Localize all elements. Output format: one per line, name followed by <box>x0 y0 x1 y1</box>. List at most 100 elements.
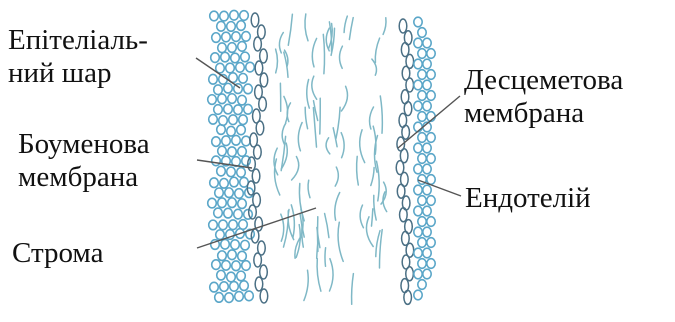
epithelium-cell <box>244 84 253 94</box>
epithelium-cell <box>219 220 228 230</box>
stroma-fiber <box>338 222 343 261</box>
label-epithelium: Епітеліаль- ний шар <box>8 24 148 90</box>
endothelium-cell <box>427 196 435 206</box>
epithelium-cell <box>211 53 220 63</box>
stroma-fiber <box>292 157 299 181</box>
epithelium-cell <box>238 251 247 261</box>
label-bowman-membrane: Боуменова мембрана <box>18 128 150 194</box>
epithelium-cell <box>217 270 226 280</box>
stroma-fiber <box>312 38 316 67</box>
epithelium-cell <box>231 240 240 250</box>
endothelium-cell <box>414 248 422 258</box>
stroma-fiber <box>275 159 280 195</box>
endothelium-cell <box>418 28 426 38</box>
epithelium-cell <box>237 271 246 281</box>
epithelium-cell <box>228 43 237 53</box>
stroma-fiber <box>307 80 310 109</box>
epithelium-cell <box>244 104 253 114</box>
epithelium-layer <box>208 10 255 302</box>
epithelium-cell <box>235 292 244 302</box>
descemet-cell <box>404 290 412 304</box>
epithelium-cell <box>224 208 233 218</box>
stroma-fiber <box>375 38 379 63</box>
stroma-fiber <box>360 205 363 228</box>
epithelium-cell <box>242 156 251 166</box>
endothelium-cell <box>423 38 431 48</box>
epithelium-cell <box>242 32 251 42</box>
stroma-fiber <box>349 18 353 40</box>
epithelium-cell <box>227 272 236 282</box>
endothelium-cell <box>414 101 422 111</box>
label-endothelium: Ендотелій <box>465 182 591 215</box>
epithelium-cell <box>237 168 246 178</box>
epithelium-cell <box>228 250 237 260</box>
stroma-fiber <box>312 76 317 99</box>
epithelium-cell <box>236 63 245 73</box>
endothelium-cell <box>423 80 431 90</box>
label-descemet-line1: Десцеметова <box>464 64 623 97</box>
bowman-cell <box>254 145 262 159</box>
epithelium-cell <box>228 147 237 157</box>
stroma-layer <box>274 14 387 304</box>
epithelium-cell <box>227 126 236 136</box>
stroma-fiber <box>325 214 329 238</box>
epithelium-cell <box>235 189 244 199</box>
epithelium-cell <box>217 21 226 31</box>
epithelium-cell <box>215 293 224 303</box>
epithelium-cell <box>214 85 223 95</box>
endothelium-cell <box>423 269 431 279</box>
endothelium-cell <box>427 49 435 59</box>
label-bowman-line1: Боуменова <box>18 128 150 161</box>
bowman-cell <box>251 13 259 27</box>
epithelium-cell <box>245 291 254 301</box>
epithelium-cell <box>218 43 227 53</box>
stroma-fiber <box>360 130 365 163</box>
label-endothelium-text: Ендотелій <box>465 182 591 215</box>
stroma-fiber <box>339 46 342 68</box>
epithelium-cell <box>225 293 234 303</box>
endothelium-cell <box>414 269 422 279</box>
endothelium-layer <box>414 17 435 300</box>
stroma-fiber <box>291 205 294 238</box>
descemet-cell <box>406 267 414 281</box>
epithelium-cell <box>215 188 224 198</box>
bowman-cell <box>255 277 263 291</box>
epithelium-cell <box>212 156 221 166</box>
bowman-cell <box>259 97 267 111</box>
bowman-cell <box>254 37 262 51</box>
stroma-fiber <box>336 107 340 138</box>
epithelium-cell <box>210 178 219 188</box>
epithelium-cell <box>222 261 231 271</box>
epithelium-cell <box>221 239 230 249</box>
epithelium-cell <box>217 166 226 176</box>
label-descemet-membrane: Десцеметова мембрана <box>464 64 623 130</box>
epithelium-cell <box>214 105 223 115</box>
endothelium-cell <box>414 80 422 90</box>
stroma-fiber <box>323 34 324 73</box>
epithelium-cell <box>232 135 241 145</box>
endothelium-cell <box>418 217 426 227</box>
epithelium-cell <box>230 282 239 292</box>
label-bowman-line2: мембрана <box>18 161 150 194</box>
descemet-membrane-layer <box>396 19 413 304</box>
endothelium-cell <box>427 70 435 80</box>
leader-line-descemet <box>398 96 460 148</box>
epithelium-cell <box>209 115 218 125</box>
epithelium-cell <box>237 125 246 135</box>
stroma-fiber <box>341 133 344 158</box>
epithelium-cell <box>229 115 238 125</box>
endothelium-cell <box>418 238 426 248</box>
endothelium-cell <box>423 185 431 195</box>
leader-line-bowman <box>197 160 252 168</box>
endothelium-cell <box>414 185 422 195</box>
descemet-cell <box>397 184 405 198</box>
epithelium-cell <box>212 137 221 147</box>
epithelium-cell <box>242 136 251 146</box>
epithelium-cell <box>228 94 237 104</box>
stroma-fiber <box>276 49 278 73</box>
epithelium-cell <box>227 22 236 32</box>
endothelium-cell <box>418 70 426 80</box>
epithelium-cell <box>232 261 241 271</box>
epithelium-cell <box>209 74 218 84</box>
stroma-fiber <box>281 214 284 241</box>
